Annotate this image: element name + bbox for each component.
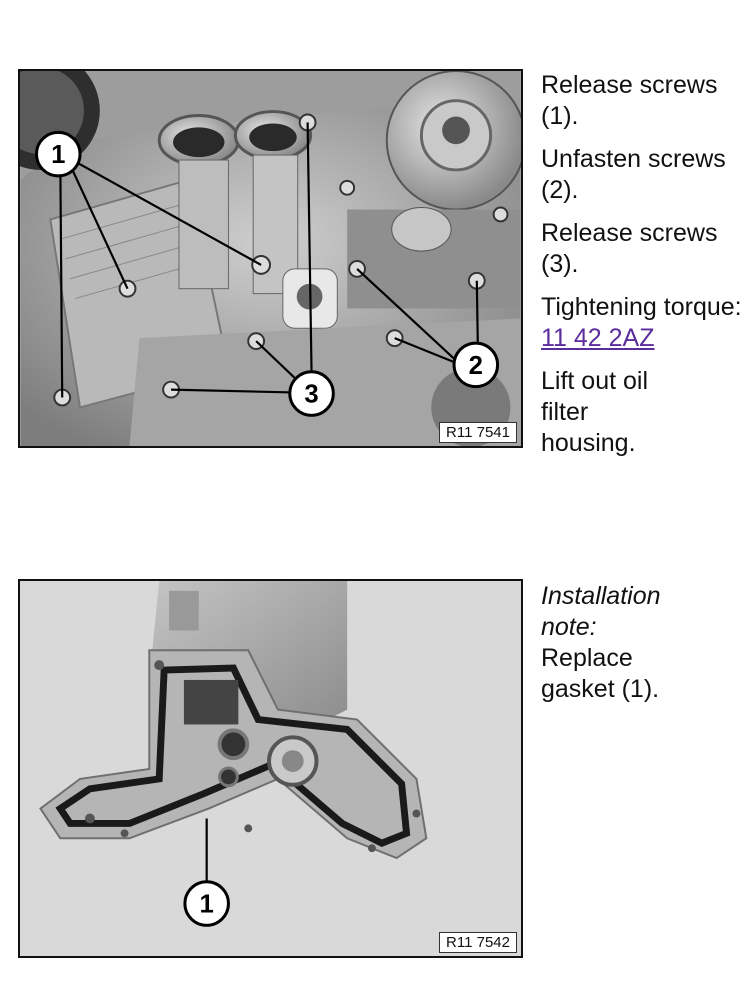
step-release-screws-3: Release screws (3).	[541, 219, 718, 278]
svg-text:2: 2	[469, 352, 483, 380]
figure-reference-number: R11 7541	[439, 422, 517, 443]
figure-reference-number: R11 7542	[439, 932, 517, 953]
tightening-torque: Tightening torque: 11 42 2AZ	[541, 292, 746, 354]
tightening-torque-label: Tightening torque:	[541, 293, 742, 321]
installation-note-text: Replace gasket (1).	[541, 644, 660, 703]
gasket-photo-drawing: 1	[20, 581, 521, 956]
installation-note-label: Installation note:	[541, 582, 661, 641]
callout-1: 1	[183, 880, 230, 927]
step-lift-out-housing: Lift out oil filter housing.	[541, 367, 649, 457]
engine-photo-drawing: 1 2 3	[20, 71, 521, 446]
callout-2: 2	[452, 341, 500, 389]
torque-spec-link[interactable]: 11 42 2AZ	[541, 324, 655, 352]
gasket-photo: 1 R11 7542	[18, 579, 523, 958]
step-release-screws-1: Release screws (1).	[541, 71, 718, 130]
svg-text:3: 3	[304, 380, 318, 408]
svg-text:1: 1	[200, 890, 214, 918]
instructions-block: Release screws (1). Unfasten screws (2).…	[541, 70, 746, 471]
svg-text:1: 1	[51, 141, 65, 169]
engine-oil-filter-housing-photo: 1 2 3 R11 7541	[18, 69, 523, 448]
callout-3: 3	[288, 370, 335, 417]
callout-1: 1	[35, 130, 82, 178]
installation-note: Installation note: Replace gasket (1).	[541, 581, 691, 717]
step-unfasten-screws-2: Unfasten screws (2).	[541, 145, 726, 204]
